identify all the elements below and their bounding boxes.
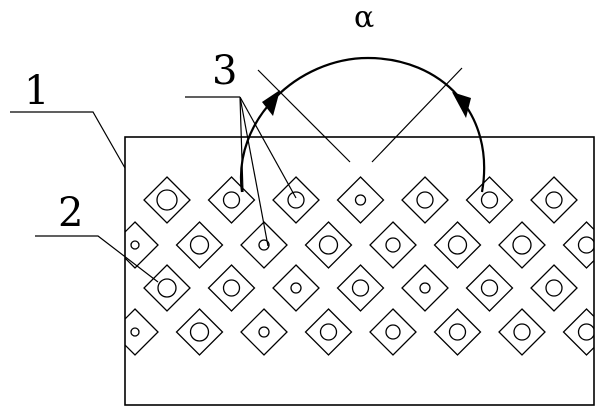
hole-circle (222, 191, 241, 209)
arc-arrowhead-left (262, 90, 280, 116)
diamond-cell (498, 221, 546, 269)
hole-circle (354, 194, 367, 206)
diamond-cell (143, 264, 191, 312)
panel-outline (124, 136, 595, 406)
hole-circle (447, 235, 468, 255)
diamond-cell (530, 176, 578, 224)
diamond-cell (562, 221, 594, 269)
diamond-cell (175, 221, 224, 269)
hole-circle (577, 323, 594, 341)
diamond-cell (125, 308, 159, 356)
hole-circle (156, 189, 178, 211)
diamond-cell (207, 264, 256, 312)
hole-circle (189, 322, 210, 342)
label-angle-alpha: α (354, 0, 374, 35)
angle-arc (239, 56, 486, 193)
hole-circle (448, 323, 467, 341)
diamond-pattern (125, 176, 594, 356)
diamond-cell (240, 221, 288, 269)
hole-circle (480, 279, 499, 297)
diamond-cell (369, 308, 417, 356)
diamond-cell (530, 264, 578, 312)
hole-circle (545, 191, 563, 209)
diamond-cell (207, 176, 256, 224)
hole-circle (157, 278, 177, 298)
hole-circle (318, 235, 339, 255)
hole-circle (130, 240, 140, 250)
angle-line-right (371, 67, 463, 163)
leader-line-part3-c (239, 96, 244, 193)
hole-circle (319, 323, 338, 341)
diamond-cell (304, 221, 353, 269)
hole-circle (130, 327, 140, 337)
hole-circle (385, 324, 401, 340)
hole-circle (480, 191, 499, 209)
diamond-cell (272, 264, 320, 312)
diamond-cell (465, 264, 514, 312)
diamond-cell (336, 264, 385, 312)
leader-line-part3-b (239, 96, 269, 247)
hole-circle (351, 279, 370, 297)
diamond-cell (240, 308, 288, 356)
diamond-cell (369, 221, 417, 269)
hole-circle (287, 191, 305, 209)
hole-circle (577, 236, 594, 254)
hole-circle (416, 191, 434, 209)
hole-circle (512, 235, 532, 255)
diamond-cell (143, 176, 191, 224)
diamond-cell (562, 308, 594, 356)
label-part-2: 2 (58, 190, 83, 236)
diamond-cell (401, 176, 449, 224)
label-part-1: 1 (24, 68, 49, 114)
hole-circle (222, 279, 241, 297)
leader-line-part2 (35, 235, 159, 283)
diamond-cell (465, 176, 514, 224)
leader-line-part1 (10, 111, 126, 169)
hole-circle (258, 326, 270, 338)
diamond-cell (433, 308, 482, 356)
diamond-cell (498, 308, 546, 356)
diamond-cell (401, 264, 449, 312)
hole-circle (290, 282, 302, 294)
leader-line-part3-a (239, 96, 297, 199)
diamond-cell (272, 176, 320, 224)
hole-circle (419, 282, 431, 294)
diamond-cell (433, 221, 482, 269)
diamond-cell (125, 221, 159, 269)
hole-circle (513, 323, 531, 341)
hole-circle (258, 239, 270, 251)
angle-line-left (257, 69, 351, 163)
diamond-cell (175, 308, 224, 356)
label-part-3: 3 (212, 48, 237, 94)
diamond-cell (336, 176, 385, 224)
diamond-cell (304, 308, 353, 356)
hole-circle (545, 279, 563, 297)
hole-circle (189, 235, 210, 255)
arc-arrowhead-right (452, 92, 471, 118)
hole-circle (385, 237, 401, 253)
